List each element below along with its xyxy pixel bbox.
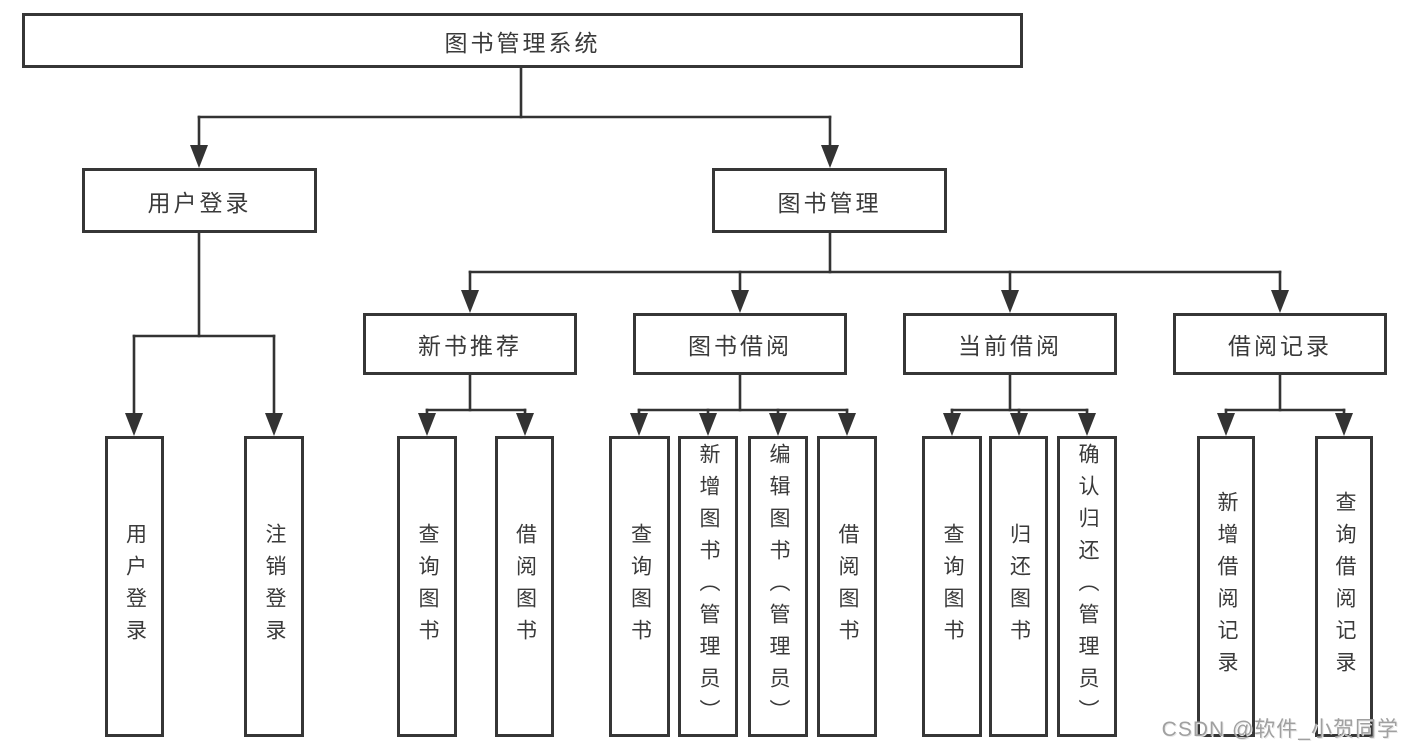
- user-login-box: 用户登录: [82, 168, 317, 233]
- arrowhead: [265, 413, 283, 436]
- leaf-query-record-box: 查询借阅记录: [1315, 436, 1373, 737]
- arrowhead: [1271, 290, 1289, 313]
- arrowhead: [461, 290, 479, 313]
- borrow-record-box: 借阅记录: [1173, 313, 1387, 375]
- leaf-add-record-box: 新增借阅记录: [1197, 436, 1255, 737]
- arrowhead: [1001, 290, 1019, 313]
- book-borrow-label: 图书借阅: [688, 333, 792, 359]
- leaf-user-login-box: 用户登录: [105, 436, 164, 737]
- leaf-borrow-book-2-label: 借阅图书: [836, 522, 859, 651]
- leaf-add-book-box: 新增图书（管理员）: [678, 436, 738, 737]
- arrowhead: [1335, 413, 1353, 436]
- new-book-rec-box: 新书推荐: [363, 313, 577, 375]
- arrowhead: [821, 145, 839, 168]
- book-mgmt-box: 图书管理: [712, 168, 947, 233]
- arrowhead: [943, 413, 961, 436]
- arrowhead: [125, 413, 143, 436]
- arrowhead: [190, 145, 208, 168]
- current-borrow-label: 当前借阅: [958, 333, 1062, 359]
- csdn-watermark: CSDN @软件_小贺同学: [1161, 718, 1399, 741]
- leaf-user-login-label: 用户登录: [123, 522, 147, 651]
- new-book-rec-label: 新书推荐: [418, 333, 522, 359]
- arrowhead: [731, 290, 749, 313]
- user-login-label: 用户登录: [147, 189, 252, 216]
- leaf-edit-book-label: 编辑图书（管理员）: [767, 442, 790, 731]
- arrowhead: [630, 413, 648, 436]
- leaf-query-book-2-box: 查询图书: [609, 436, 670, 737]
- borrow-record-label: 借阅记录: [1228, 333, 1332, 359]
- leaf-borrow-book-2-box: 借阅图书: [817, 436, 877, 737]
- root-label: 图书管理系统: [444, 29, 601, 56]
- leaf-confirm-return-box: 确认归还（管理员）: [1057, 436, 1117, 737]
- arrowhead: [1217, 413, 1235, 436]
- arrowhead: [838, 413, 856, 436]
- leaf-add-book-label: 新增图书（管理员）: [697, 442, 720, 731]
- leaf-return-book-label: 归还图书: [1007, 522, 1031, 651]
- leaf-edit-book-box: 编辑图书（管理员）: [748, 436, 808, 737]
- book-mgmt-label: 图书管理: [777, 189, 882, 216]
- leaf-query-book-1-box: 查询图书: [397, 436, 457, 737]
- arrowhead: [418, 413, 436, 436]
- leaf-borrow-book-1-box: 借阅图书: [495, 436, 554, 737]
- leaf-query-book-2-label: 查询图书: [628, 522, 652, 651]
- arrowhead: [769, 413, 787, 436]
- current-borrow-box: 当前借阅: [903, 313, 1117, 375]
- arrowhead: [1010, 413, 1028, 436]
- leaf-query-book-3-label: 查询图书: [941, 522, 964, 651]
- leaf-query-record-label: 查询借阅记录: [1333, 490, 1356, 683]
- book-borrow-box: 图书借阅: [633, 313, 847, 375]
- leaf-query-book-1-label: 查询图书: [416, 522, 439, 651]
- leaf-query-book-3-box: 查询图书: [922, 436, 982, 737]
- arrowhead: [699, 413, 717, 436]
- leaf-logout-box: 注销登录: [244, 436, 304, 737]
- leaf-logout-label: 注销登录: [263, 522, 286, 651]
- arrowhead: [516, 413, 534, 436]
- leaf-borrow-book-1-label: 借阅图书: [513, 522, 537, 651]
- leaf-return-book-box: 归还图书: [989, 436, 1048, 737]
- root-box: 图书管理系统: [22, 13, 1023, 68]
- leaf-add-record-label: 新增借阅记录: [1215, 490, 1238, 683]
- arrowhead: [1078, 413, 1096, 436]
- leaf-confirm-return-label: 确认归还（管理员）: [1076, 442, 1099, 731]
